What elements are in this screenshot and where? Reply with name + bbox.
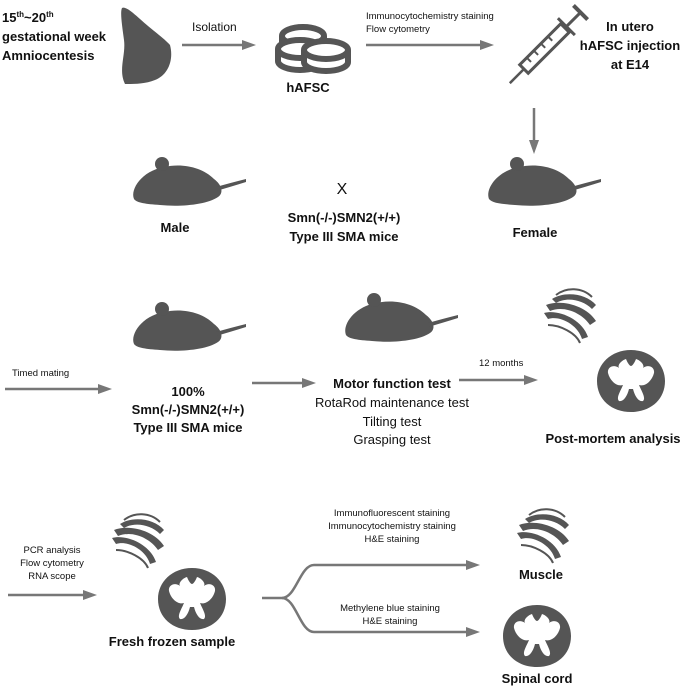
injection-label-3: at E14 — [611, 57, 650, 72]
cross-genotype: Smn(-/-)SMN2(+/+) — [288, 210, 401, 225]
cord-stain-2: H&E staining — [363, 616, 418, 627]
offspring-genotype: Smn(-/-)SMN2(+/+) — [132, 402, 245, 417]
muscle-icon — [516, 508, 570, 564]
analysis-label-1: PCR analysis — [23, 545, 80, 556]
analysis-label-2: Flow cytometry — [20, 558, 84, 569]
sample-muscle-icon — [111, 513, 165, 569]
offspring-mouse-icon — [133, 302, 246, 351]
tested-mouse-icon — [345, 293, 458, 342]
postmortem-cord-icon — [597, 350, 665, 412]
spinal-cord-icon — [503, 605, 571, 667]
placenta-icon — [121, 7, 172, 85]
gestational-week-label: gestational week — [2, 29, 107, 44]
cord-branch-arrowhead — [466, 627, 480, 637]
injection-down-arrowhead — [529, 140, 539, 154]
isolation-label: Isolation — [192, 20, 237, 34]
motor-test-rotarod: RotaRod maintenance test — [315, 395, 469, 410]
muscle-stain-1: Immunofluorescent staining — [334, 508, 450, 519]
cross-type-label: Type III SMA mice — [289, 229, 398, 244]
staining-arrowhead — [480, 40, 494, 50]
male-label: Male — [161, 220, 190, 235]
analysis-label-3: RNA scope — [28, 571, 76, 582]
fresh-frozen-label: Fresh frozen sample — [109, 634, 235, 649]
injection-label-1: In utero — [606, 19, 654, 34]
muscle-branch-arrowhead — [466, 560, 480, 570]
injection-label-2: hAFSC injection — [580, 38, 680, 53]
months-label: 12 months — [479, 358, 524, 369]
offspring-percent: 100% — [171, 384, 205, 399]
postmortem-muscle-icon — [543, 288, 597, 344]
cross-symbol: X — [337, 181, 348, 198]
postmortem-label: Post-mortem analysis — [545, 431, 680, 446]
offspring-type-label: Type III SMA mice — [133, 420, 242, 435]
muscle-label: Muscle — [519, 567, 563, 582]
analysis-arrowhead — [83, 590, 97, 600]
motor-test-grasping: Grasping test — [353, 432, 431, 447]
syringe-icon — [508, 3, 590, 85]
months-arrowhead — [524, 375, 538, 385]
branch-connector — [262, 563, 466, 600]
amniocentesis-label: Amniocentesis — [2, 48, 94, 63]
male-mouse-icon — [133, 157, 246, 206]
sample-cord-icon — [158, 568, 226, 630]
motor-arrowhead — [302, 378, 316, 388]
motor-test-title: Motor function test — [333, 376, 451, 391]
muscle-stain-2: Immunocytochemistry staining — [328, 521, 456, 532]
muscle-stain-3: H&E staining — [365, 534, 420, 545]
cord-branch-connector — [281, 596, 466, 634]
isolation-arrowhead — [242, 40, 256, 50]
hafsc-cells-icon — [275, 24, 351, 74]
gestational-week-range: 15th~20th — [2, 10, 54, 25]
timed-mating-arrowhead — [98, 384, 112, 394]
cord-stain-1: Methylene blue staining — [340, 603, 440, 614]
spinal-cord-label: Spinal cord — [502, 671, 573, 686]
motor-test-tilting: Tilting test — [363, 414, 422, 429]
hafsc-label: hAFSC — [286, 80, 330, 95]
staining-label-2: Flow cytometry — [366, 24, 430, 35]
female-label: Female — [513, 225, 558, 240]
female-mouse-icon — [488, 157, 601, 206]
timed-mating-label: Timed mating — [12, 368, 69, 379]
staining-label-1: Immunocytochemistry staining — [366, 11, 494, 22]
